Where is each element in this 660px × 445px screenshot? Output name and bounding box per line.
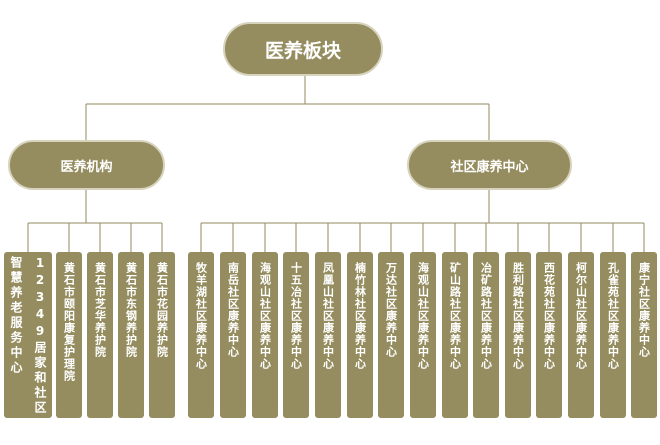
leaf-node-label: 12349居家和社区智慧养老服务中心 — [9, 256, 47, 416]
leaf-node-label: 黄石市花园养护院 — [155, 262, 169, 358]
root-node-label: 医养板块 — [264, 39, 341, 62]
root-node: 医养板块 — [223, 22, 383, 76]
leaf-node: 冶矿路社区康养中心 — [473, 252, 499, 418]
leaf-node: 南岳社区康养中心 — [220, 252, 246, 418]
branch-node-community-care-centers: 社区康养中心 — [407, 140, 572, 190]
leaf-node: 牧羊湖社区康养中心 — [188, 252, 214, 418]
leaf-node-label: 黄石市颐阳康复护理院 — [62, 262, 76, 382]
leaf-node-label: 海观山社区康养中心 — [416, 262, 430, 370]
leaf-node: 黄石市东钢养护院 — [118, 252, 144, 418]
leaf-node: 胜利路社区康养中心 — [505, 252, 531, 418]
leaf-node-label: 康宁社区康养中心 — [637, 262, 651, 358]
leaf-node-label: 西花苑社区康养中心 — [542, 262, 556, 370]
leaf-node-label: 冶矿路社区康养中心 — [479, 262, 493, 370]
leaf-node-label: 柯尔山社区康养中心 — [574, 262, 588, 370]
leaf-node-label: 南岳社区康养中心 — [226, 262, 240, 358]
leaf-node-label: 牧羊湖社区康养中心 — [194, 262, 208, 370]
leaf-node: 黄石市花园养护院 — [149, 252, 175, 418]
leaf-node-label: 海观山社区康养中心 — [258, 262, 272, 370]
leaf-node: 黄石市颐阳康复护理院 — [56, 252, 82, 418]
leaf-node-label: 矿山路社区康养中心 — [448, 262, 462, 370]
branch-node-label: 社区康养中心 — [450, 159, 529, 175]
branch-node-label: 医养机构 — [60, 159, 113, 175]
leaf-node-label: 胜利路社区康养中心 — [511, 262, 525, 370]
leaf-node: 柯尔山社区康养中心 — [568, 252, 594, 418]
leaf-node: 海观山社区康养中心 — [252, 252, 278, 418]
leaf-node-label: 孔雀苑社区康养中心 — [606, 262, 620, 370]
leaf-node: 西花苑社区康养中心 — [536, 252, 562, 418]
leaf-node: 12349居家和社区智慧养老服务中心 — [4, 252, 52, 418]
leaf-node-label: 凤凰山社区康养中心 — [321, 262, 335, 370]
leaf-node-label: 黄石市东钢养护院 — [124, 262, 138, 358]
leaf-node: 万达社区康养中心 — [378, 252, 404, 418]
leaf-node-label: 黄石市芝华养护院 — [93, 262, 107, 358]
leaf-node-label: 十五冶社区康养中心 — [289, 262, 303, 370]
leaf-node: 康宁社区康养中心 — [631, 252, 657, 418]
leaf-node: 矿山路社区康养中心 — [442, 252, 468, 418]
leaf-node: 孔雀苑社区康养中心 — [600, 252, 626, 418]
leaf-node-label: 楠竹林社区康养中心 — [353, 262, 367, 370]
leaf-node: 楠竹林社区康养中心 — [347, 252, 373, 418]
leaf-node: 凤凰山社区康养中心 — [315, 252, 341, 418]
leaf-node: 海观山社区康养中心 — [410, 252, 436, 418]
leaf-node: 十五冶社区康养中心 — [283, 252, 309, 418]
leaf-node: 黄石市芝华养护院 — [87, 252, 113, 418]
leaf-node-label: 万达社区康养中心 — [384, 262, 398, 358]
branch-node-medical-institutions: 医养机构 — [8, 140, 165, 190]
